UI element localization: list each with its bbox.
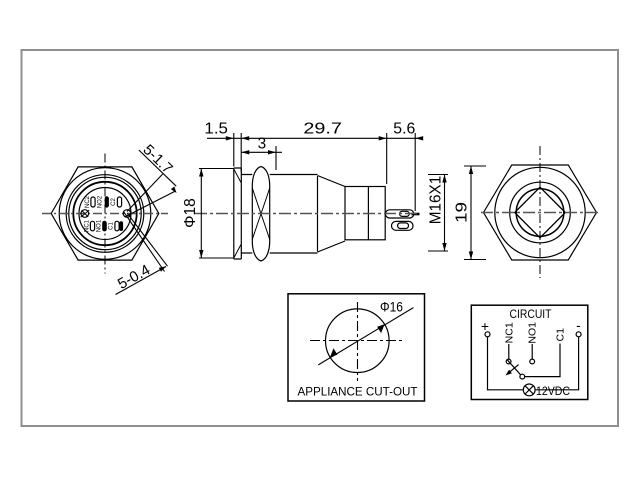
svg-text:CIRCUIT: CIRCUIT — [510, 307, 552, 321]
svg-text:12VDC: 12VDC — [536, 384, 570, 398]
svg-text:29.7: 29.7 — [303, 121, 342, 138]
svg-text:-: - — [576, 317, 581, 333]
svg-text:+: + — [481, 318, 489, 334]
svg-text:APPLIANCE CUT-OUT: APPLIANCE CUT-OUT — [298, 385, 418, 399]
svg-text:C1: C1 — [109, 222, 115, 230]
svg-text:5.6: 5.6 — [393, 121, 415, 138]
svg-text:NO1: NO1 — [527, 322, 539, 344]
svg-text:NC2: NC2 — [85, 195, 91, 208]
svg-text:3: 3 — [258, 136, 267, 153]
svg-text:M16X1: M16X1 — [428, 176, 445, 225]
svg-text:1.5: 1.5 — [204, 121, 228, 138]
svg-text:Φ16: Φ16 — [380, 300, 403, 315]
svg-text:C1: C1 — [555, 328, 567, 342]
svg-text:Φ18: Φ18 — [182, 198, 199, 228]
svg-text:NO1: NO1 — [96, 219, 102, 232]
svg-text:19: 19 — [454, 202, 471, 223]
svg-text:NC1: NC1 — [84, 219, 90, 232]
svg-text:C2: C2 — [111, 198, 117, 206]
svg-text:NC1: NC1 — [503, 322, 515, 343]
svg-text:NO2: NO2 — [98, 195, 104, 208]
